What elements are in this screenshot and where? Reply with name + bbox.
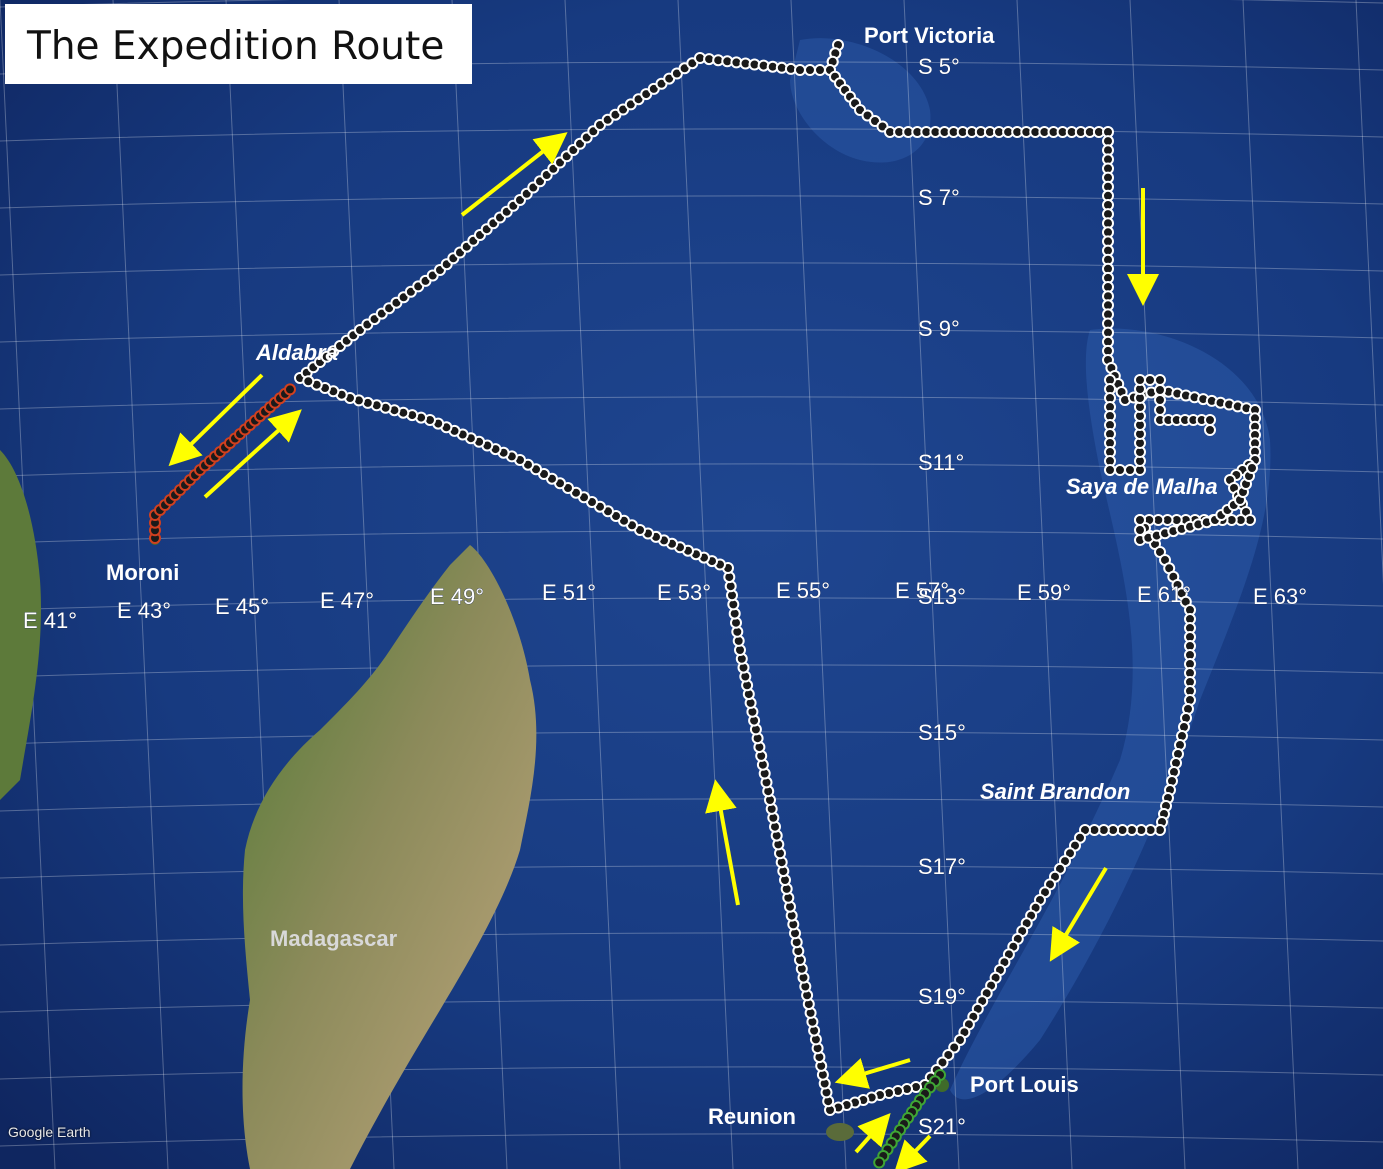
label-moroni: Moroni	[106, 560, 179, 585]
direction-arrows	[168, 132, 1159, 1169]
lat-label-13: S13°	[918, 584, 966, 609]
arrow-8	[854, 1113, 891, 1154]
arrow-3	[168, 373, 264, 467]
lon-label-49: E 49°	[430, 584, 484, 609]
longitude-labels: E 41° E 43° E 45° E 47° E 49° E 51° E 53…	[23, 578, 1308, 634]
route-white	[294, 39, 1261, 1116]
page-title: The Expedition Route	[27, 24, 445, 69]
arrow-5	[1049, 866, 1108, 962]
lon-label-41: E 41°	[23, 608, 77, 633]
lat-label-21: S21°	[918, 1114, 966, 1139]
arrow-7	[834, 1058, 911, 1089]
lat-label-15: S15°	[918, 720, 966, 745]
label-reunion: Reunion	[708, 1104, 796, 1129]
arrow-4	[203, 409, 302, 499]
lon-label-53: E 53°	[657, 580, 711, 605]
parallel-line	[0, 0, 1383, 8]
lat-label-11: S11°	[918, 450, 964, 475]
lon-label-59: E 59°	[1017, 580, 1071, 605]
label-aldabra: Aldabra	[255, 340, 338, 365]
parallel-line	[0, 396, 1383, 410]
parallel-line	[0, 798, 1383, 812]
route-waypoint	[1144, 374, 1156, 386]
parallel-line	[0, 1133, 1383, 1147]
parallel-line	[0, 664, 1383, 678]
lat-label-9: S 9°	[918, 316, 960, 341]
parallel-line	[0, 329, 1383, 343]
lat-label-17: S17°	[918, 854, 966, 879]
route-waypoint	[284, 383, 296, 396]
lon-label-43: E 43°	[117, 598, 171, 623]
reunion-island	[826, 1123, 854, 1141]
route-waypoint	[1134, 524, 1146, 536]
lon-label-47: E 47°	[320, 588, 374, 613]
route-waypoint	[1246, 462, 1258, 474]
route-waypoint	[1204, 424, 1216, 436]
route-waypoint	[1154, 384, 1166, 396]
route-waypoint	[302, 375, 315, 388]
google-earth-watermark: Google Earth	[8, 1124, 91, 1140]
route-waypoint	[948, 1041, 961, 1054]
parallel-line	[0, 932, 1383, 946]
arrow-6	[705, 779, 740, 906]
lon-label-45: E 45°	[215, 594, 269, 619]
madagascar-island	[242, 545, 537, 1169]
route-waypoint	[814, 64, 826, 76]
label-port-victoria: Port Victoria	[864, 23, 995, 48]
parallel-line	[0, 1066, 1383, 1080]
label-port-louis: Port Louis	[970, 1072, 1079, 1097]
lon-label-63: E 63°	[1253, 584, 1307, 609]
route-waypoint	[804, 64, 816, 76]
route-red	[149, 383, 296, 544]
route-waypoint	[873, 1156, 886, 1169]
route-waypoint	[1134, 374, 1146, 386]
route-waypoint	[1154, 404, 1166, 416]
lon-label-61: E 61°	[1137, 582, 1191, 607]
label-saya-de-malha: Saya de Malha	[1066, 474, 1218, 499]
label-saint-brandon: Saint Brandon	[980, 779, 1130, 804]
lat-label-7: S 7°	[918, 185, 960, 210]
route-waypoint	[1154, 374, 1166, 386]
lat-label-5: S 5°	[918, 54, 960, 79]
lon-label-55: E 55°	[776, 578, 830, 603]
route-waypoint	[1134, 514, 1146, 526]
route-waypoint	[1204, 414, 1216, 426]
parallel-line	[0, 597, 1383, 611]
title-box: The Expedition Route	[5, 4, 472, 84]
label-madagascar: Madagascar	[270, 926, 398, 951]
parallel-line	[0, 865, 1383, 879]
parallel-line	[0, 195, 1383, 209]
parallel-line	[0, 128, 1383, 142]
lon-label-51: E 51°	[542, 580, 596, 605]
route-waypoint	[794, 64, 806, 76]
lat-label-19: S19°	[918, 984, 966, 1009]
africa-coast	[0, 450, 41, 800]
place-labels: Port Victoria Aldabra Moroni Saya de Mal…	[106, 23, 1218, 1129]
arrow-9	[893, 1134, 932, 1169]
arrow-1	[460, 132, 568, 217]
parallel-line	[0, 999, 1383, 1013]
route-waypoint	[1154, 394, 1166, 406]
parallel-line	[0, 262, 1383, 276]
lon-label-57: E 57°	[895, 578, 949, 603]
latitude-labels: S 5° S 7° S 9° S11° S13° S15° S17° S19° …	[918, 54, 967, 1140]
